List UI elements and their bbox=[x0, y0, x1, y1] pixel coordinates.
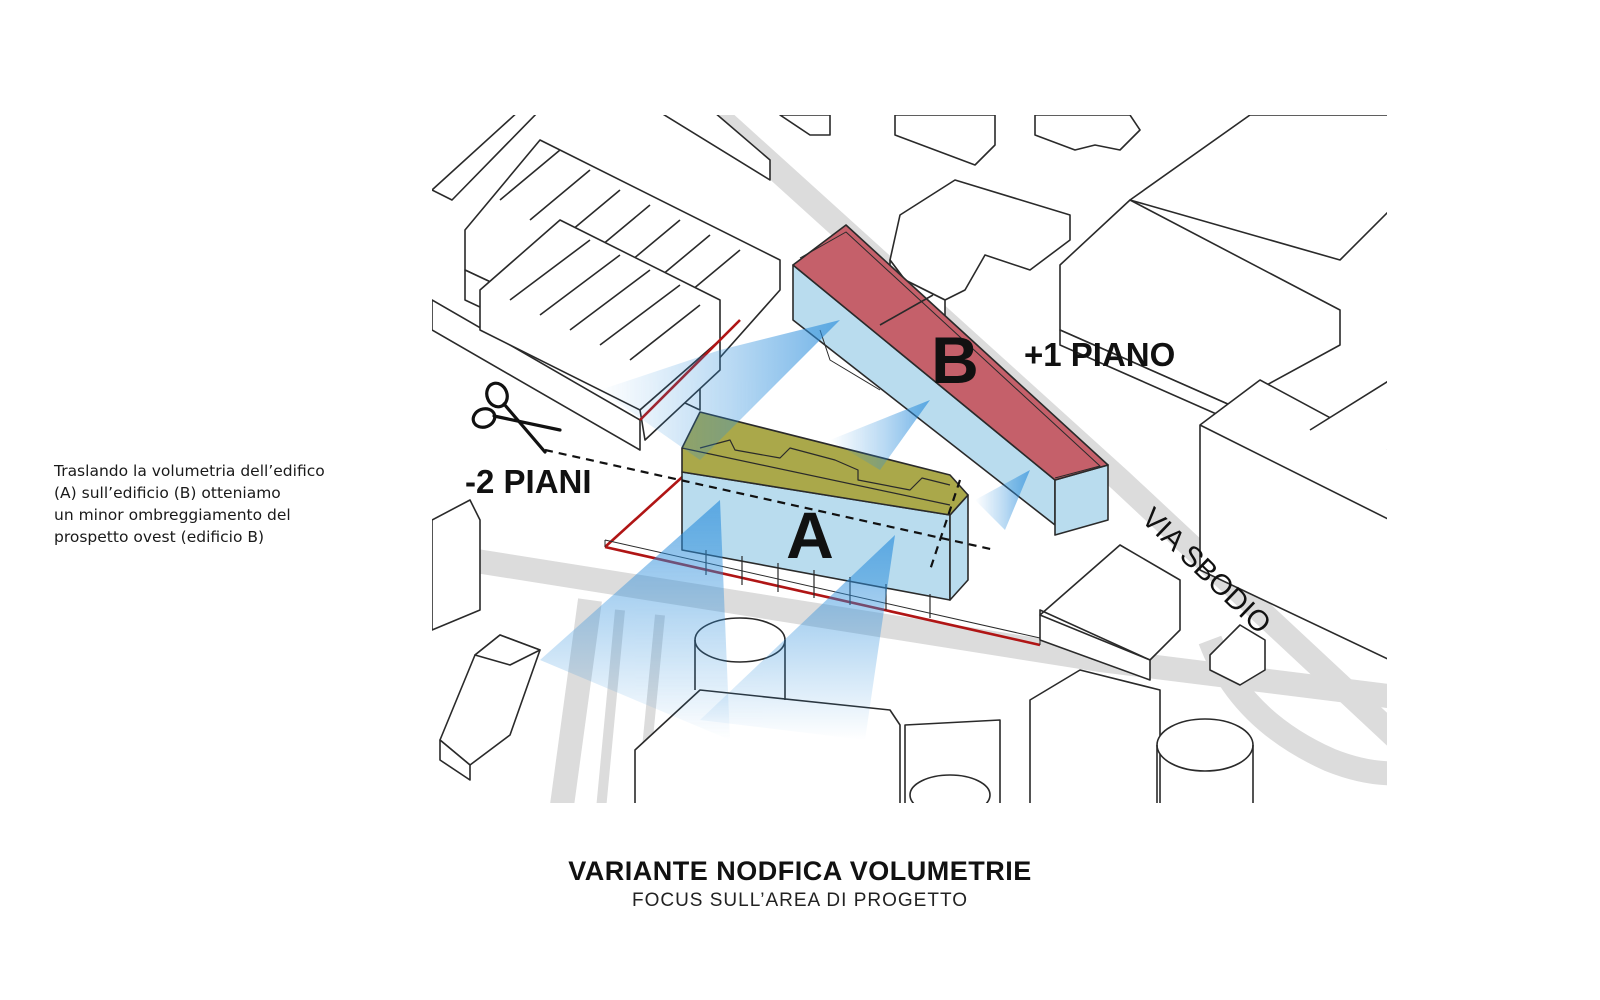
caption-title: VARIANTE NODFICA VOLUMETRIE bbox=[568, 856, 1032, 886]
building-b-label: B bbox=[931, 323, 979, 397]
note-line: (A) sull’edificio (B) otteniamo bbox=[54, 484, 281, 502]
note-line: un minor ombreggiamento del bbox=[54, 506, 291, 524]
building-b bbox=[792, 224, 1109, 536]
note-line: Traslando la volumetria dell’edifico bbox=[54, 462, 325, 480]
building-a-label: A bbox=[786, 498, 834, 572]
minus-floors-label: -2 PIANI bbox=[465, 463, 592, 500]
note-line: prospetto ovest (edificio B) bbox=[54, 528, 265, 546]
caption-subtitle: FOCUS SULL’AREA DI PROGETTO bbox=[631, 890, 968, 911]
daylight-rays bbox=[540, 320, 1030, 740]
explanatory-note: Traslando la volumetria dell’edifico (A)… bbox=[54, 460, 374, 548]
scissors-icon bbox=[471, 381, 562, 454]
cut-line bbox=[544, 448, 996, 571]
plus-floor-label: +1 PIANO bbox=[1024, 336, 1175, 373]
context-buildings bbox=[432, 115, 1387, 803]
